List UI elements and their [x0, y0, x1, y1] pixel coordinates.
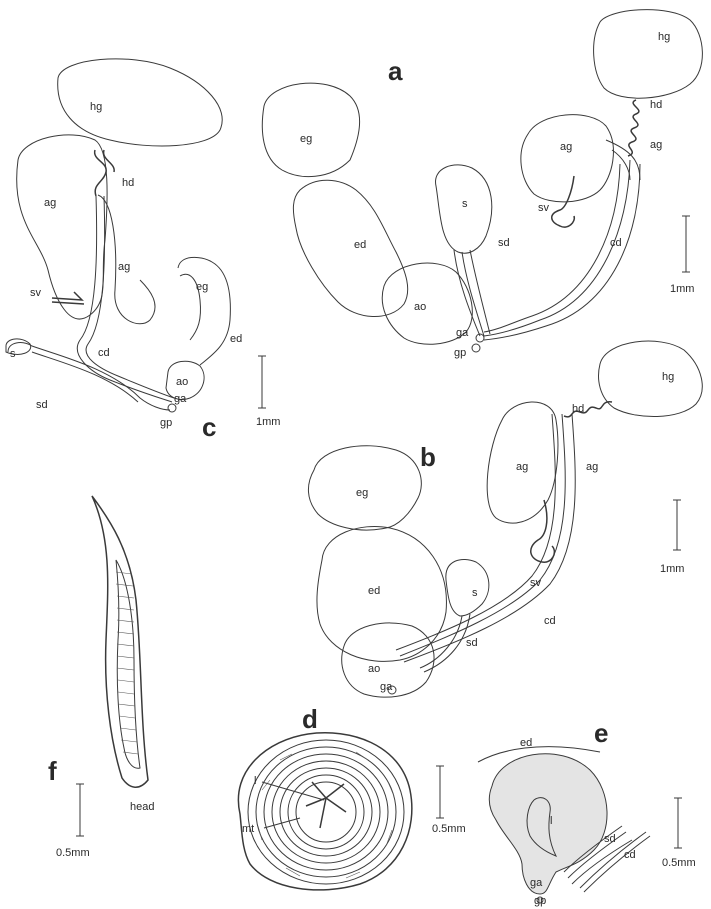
label-cd-e: cd: [624, 849, 636, 861]
label-sd-a: sd: [498, 237, 510, 249]
scale-label-f: 0.5mm: [56, 847, 90, 859]
scale-label-e: 0.5mm: [662, 857, 696, 869]
label-sv-b: sv: [530, 577, 542, 589]
label-ag-c1: ag: [44, 197, 56, 209]
label-eg-a: eg: [300, 133, 312, 145]
label-ao-c: ao: [176, 376, 188, 388]
genital-pore-a: [472, 344, 480, 352]
label-ed-c: ed: [230, 333, 242, 345]
panel-label-d: d: [302, 704, 318, 734]
label-gp-e: gp: [534, 895, 546, 907]
panel-label-c: c: [202, 412, 216, 442]
label-sd-b: sd: [466, 637, 478, 649]
figure-b: [308, 341, 702, 697]
label-l-e: l: [550, 815, 552, 827]
label-s-c: s: [10, 348, 16, 360]
label-gp-c: gp: [160, 417, 172, 429]
label-ed-e: ed: [520, 737, 532, 749]
panel-label-b: b: [420, 442, 436, 472]
label-sv-c: sv: [30, 287, 42, 299]
label-eg-c: eg: [196, 281, 208, 293]
common-duct-c: [77, 196, 174, 402]
spermatheca-duct-a: [454, 250, 490, 336]
label-hg-a: hg: [658, 31, 670, 43]
scale-label-a: 1mm: [670, 283, 694, 295]
egg-duct-c: [178, 257, 230, 365]
panel-label-f: f: [48, 756, 57, 786]
common-duct-a: [484, 160, 640, 340]
scale-label-d: 0.5mm: [432, 823, 466, 835]
label-cd-c: cd: [98, 347, 110, 359]
label-ga-b: ga: [380, 681, 393, 693]
label-mt-d: mt: [242, 823, 254, 835]
stylet-lumen-f: [116, 560, 140, 768]
label-ed-b: ed: [368, 585, 380, 597]
egg-duct-a: [293, 180, 407, 316]
egg-gland-a: [262, 83, 359, 176]
scale-label-b: 1mm: [660, 563, 684, 575]
panel-label-a: a: [388, 56, 403, 86]
hermaphrodite-gland-b: [599, 341, 703, 416]
label-l-d: l: [254, 775, 256, 787]
label-sv-a: sv: [538, 202, 550, 214]
label-hg-c: hg: [90, 101, 102, 113]
stylet-outline-f: [92, 496, 148, 787]
figure-d: [238, 733, 444, 890]
label-ag-c2: ag: [118, 261, 130, 273]
label-eg-b: eg: [356, 487, 368, 499]
label-gp-a: gp: [454, 347, 466, 359]
label-ed-a: ed: [354, 239, 366, 251]
label-ag-b2: ag: [586, 461, 598, 473]
label-ga-e: ga: [530, 877, 543, 889]
label-cd-b: cd: [544, 615, 556, 627]
lumen-d: [306, 782, 346, 828]
label-ga-a: ga: [456, 327, 469, 339]
label-ao-b: ao: [368, 663, 380, 675]
label-sd-e: sd: [604, 833, 616, 845]
label-ga-c: ga: [174, 393, 187, 405]
label-hd-c: hd: [122, 177, 134, 189]
spermatheca-duct-c: [8, 343, 170, 410]
label-hg-b: hg: [662, 371, 674, 383]
label-head-f: head: [130, 801, 154, 813]
carrefour-a: [606, 140, 640, 180]
label-ao-a: ao: [414, 301, 426, 313]
figure-c: [6, 59, 266, 412]
hermaphrodite-gland-c: [58, 59, 223, 146]
figure-a: [262, 10, 702, 352]
seminal-vesicle-c: [52, 292, 84, 304]
label-hd-a: hd: [650, 99, 662, 111]
label-ag-a1: ag: [560, 141, 572, 153]
hermaphrodite-duct-a: [628, 100, 639, 156]
vagina-body-e: [489, 754, 607, 894]
label-ag-a2: ag: [650, 139, 662, 151]
label-s-b: s: [472, 587, 478, 599]
label-ag-b1: ag: [516, 461, 528, 473]
label-cd-a: cd: [610, 237, 622, 249]
scale-label-c: 1mm: [256, 416, 280, 428]
figure-f: [76, 496, 148, 836]
label-hd-b: hd: [572, 403, 584, 415]
panel-label-e: e: [594, 718, 608, 748]
albumen-gland-a: [521, 115, 614, 202]
genital-pore-c: [168, 404, 176, 412]
hermaphrodite-gland-a: [594, 10, 703, 99]
figure-e: [478, 747, 682, 903]
label-s-a: s: [462, 198, 468, 210]
spermatheca-b: [446, 559, 489, 616]
label-sd-c: sd: [36, 399, 48, 411]
egg-duct-b: [317, 526, 446, 661]
stylet-ridges-f: [116, 572, 138, 754]
